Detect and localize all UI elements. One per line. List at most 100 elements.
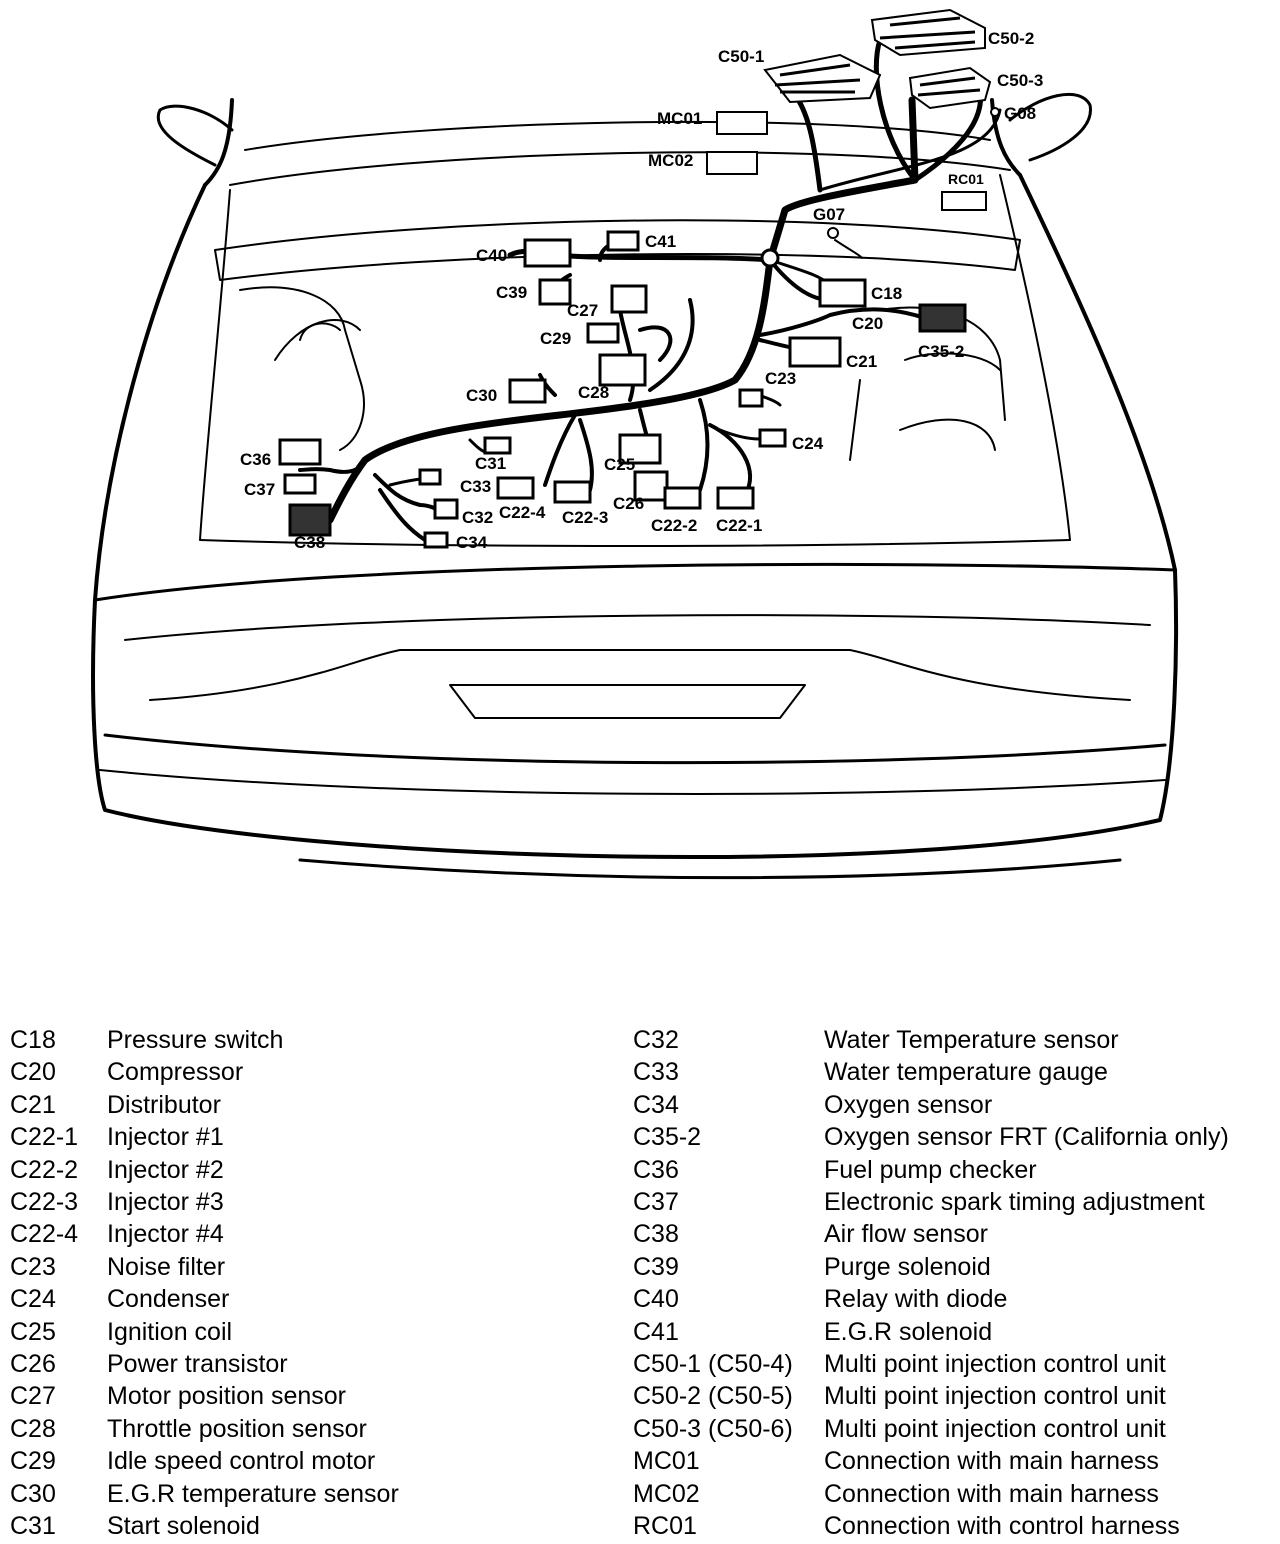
legend-description: Distributor: [107, 1090, 221, 1119]
label-c27: C27: [567, 301, 598, 320]
legend-row: C32 Water Temperature sensor: [633, 1024, 1229, 1056]
legend-description: Condenser: [107, 1285, 230, 1314]
left-mirror: [156, 104, 234, 167]
legend-description: Connection with control harness: [824, 1512, 1180, 1541]
legend-row: C50-3 (C50-6) Multi point injection contr…: [633, 1413, 1229, 1445]
label-c34: C34: [456, 533, 488, 552]
label-rc01: RC01: [948, 171, 984, 187]
legend-row: C40 Relay with diode: [633, 1283, 1229, 1315]
legend-row: C26 Power transistor: [10, 1348, 399, 1380]
legend-row: C50-1 (C50-4)Multi point injection contr…: [633, 1348, 1229, 1380]
label-c24: C24: [792, 434, 824, 453]
legend-row: C24 Condenser: [10, 1283, 399, 1315]
legend-code: C24: [10, 1285, 56, 1314]
legend-description: Throttle position sensor: [107, 1414, 367, 1443]
legend-description: Connection with main harness: [824, 1447, 1159, 1476]
label-c22-2: C22-2: [651, 516, 697, 535]
legend-code: C28: [10, 1414, 56, 1443]
ecu-c50-1: [763, 53, 882, 104]
legend-code: C18: [10, 1026, 56, 1054]
legend-code: C39: [633, 1252, 679, 1281]
label-c21: C21: [846, 352, 877, 371]
legend-description: Oxygen sensor: [824, 1090, 993, 1119]
legend-code: C30: [10, 1479, 56, 1508]
legend-code: C50-1 (C50-4): [633, 1350, 793, 1379]
label-c50-2: C50-2: [988, 29, 1034, 48]
label-c23: C23: [765, 369, 796, 388]
legend-code: C50-3 (C50-6): [633, 1414, 793, 1443]
label-c41: C41: [645, 232, 676, 251]
legend-description: Water Temperature sensor: [824, 1026, 1119, 1054]
label-c50-1: C50-1: [718, 47, 764, 66]
legend-code: C36: [633, 1155, 679, 1184]
legend-row: C22-4 Injector #4: [10, 1218, 399, 1250]
label-c18: C18: [871, 284, 902, 303]
right-mirror: [1008, 92, 1092, 162]
callout-labels: C50-1 C50-2 C50-3 G08 MC01 MC02 RC01 G07…: [240, 29, 1043, 552]
label-c32: C32: [462, 508, 493, 527]
legend-description: Motor position sensor: [107, 1382, 347, 1411]
legend-code: RC01: [633, 1512, 697, 1541]
legend-row: MC01 Connection with main harness: [633, 1445, 1229, 1477]
label-c22-4: C22-4: [499, 503, 546, 522]
legend-code: C26: [10, 1350, 56, 1379]
legend-description: E.G.R solenoid: [824, 1317, 993, 1346]
legend-row: C28 Throttle position sensor: [10, 1413, 399, 1445]
connectors: [278, 8, 1000, 549]
label-c38: C38: [294, 533, 325, 552]
legend-description: Power transistor: [107, 1350, 288, 1379]
label-c22-1: C22-1: [716, 516, 762, 535]
label-c50-3: C50-3: [997, 71, 1043, 90]
label-c20: C20: [852, 314, 883, 333]
legend-code: C21: [10, 1090, 56, 1119]
legend-description: Pressure switch: [107, 1026, 284, 1054]
car-body-outline: [91, 92, 1179, 880]
legend-description: Injector #1: [107, 1123, 224, 1152]
legend-description: Connection with main harness: [824, 1479, 1159, 1508]
legend-description: Injector #3: [107, 1188, 224, 1217]
legend-description: Idle speed control motor: [107, 1447, 376, 1476]
legend-description: Compressor: [107, 1058, 244, 1087]
label-c36: C36: [240, 450, 271, 469]
legend-description: Multi point injection control unit: [824, 1382, 1166, 1411]
label-g08: G08: [1004, 104, 1036, 123]
engine-bay-diagram: C50-1 C50-2 C50-3 G08 MC01 MC02 RC01 G07…: [91, 8, 1179, 880]
legend-code: MC01: [633, 1447, 700, 1476]
legend-code: C22-4: [10, 1220, 79, 1249]
legend-description: Start solenoid: [107, 1512, 260, 1541]
ecu-c50-3: [908, 66, 992, 110]
legend-code: MC02: [633, 1479, 700, 1508]
legend-code: C50-2 (C50-5): [633, 1382, 793, 1411]
legend-row: RC01 Connection with control harness: [633, 1510, 1229, 1542]
legend-code: C33: [633, 1058, 679, 1087]
legend-code: C40: [633, 1285, 679, 1314]
legend-description: Injector #4: [107, 1220, 224, 1249]
label-c28: C28: [578, 383, 609, 402]
legend-description: Fuel pump checker: [824, 1155, 1037, 1184]
label-c39: C39: [496, 283, 527, 302]
legend-code: C38: [633, 1220, 679, 1249]
label-c26: C26: [613, 494, 644, 513]
label-c25: C25: [604, 455, 635, 474]
legend-code: C32: [633, 1026, 679, 1054]
legend-row: MC02 Connection with main harness: [633, 1478, 1229, 1510]
label-c35-2: C35-2: [918, 342, 964, 361]
legend-description: Relay with diode: [824, 1285, 1008, 1314]
legend-description: Multi point injection control unit: [824, 1414, 1166, 1443]
